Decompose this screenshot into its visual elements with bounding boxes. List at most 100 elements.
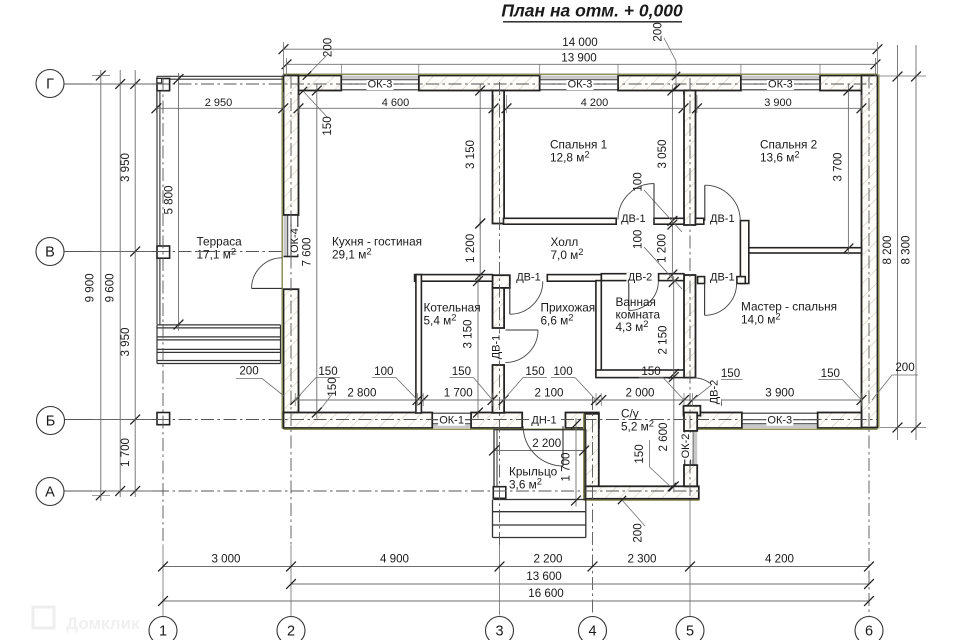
svg-text:3 150: 3 150 — [464, 140, 477, 169]
svg-text:2: 2 — [287, 623, 295, 639]
svg-text:Б: Б — [46, 413, 56, 429]
svg-text:13 600: 13 600 — [526, 570, 561, 583]
svg-text:1 200: 1 200 — [656, 234, 669, 263]
svg-text:ОК-3: ОК-3 — [568, 79, 593, 91]
svg-text:3 000: 3 000 — [211, 553, 240, 566]
svg-text:5: 5 — [686, 623, 694, 639]
svg-text:Кухня - гостиная: Кухня - гостиная — [332, 235, 422, 249]
svg-text:1: 1 — [159, 623, 167, 639]
svg-text:14,0 м2: 14,0 м2 — [741, 311, 781, 327]
svg-text:200: 200 — [652, 22, 665, 41]
svg-text:100: 100 — [553, 365, 572, 378]
svg-text:План на отм. + 0,000: План на отм. + 0,000 — [501, 1, 683, 21]
svg-text:комната: комната — [616, 307, 661, 321]
svg-text:ДВ-2: ДВ-2 — [628, 272, 653, 284]
svg-text:200: 200 — [895, 361, 914, 374]
svg-text:4: 4 — [588, 623, 596, 639]
svg-text:Домклик: Домклик — [66, 614, 140, 633]
svg-text:150: 150 — [633, 444, 646, 463]
svg-text:150: 150 — [326, 377, 339, 396]
svg-text:ОК-1: ОК-1 — [439, 414, 464, 426]
svg-text:ДВ-1: ДВ-1 — [710, 272, 735, 284]
svg-text:А: А — [45, 484, 55, 500]
svg-text:200: 200 — [632, 523, 645, 542]
svg-text:3: 3 — [495, 623, 503, 639]
svg-text:5 800: 5 800 — [163, 185, 176, 214]
svg-text:3 700: 3 700 — [832, 152, 845, 181]
svg-text:13,6 м2: 13,6 м2 — [760, 149, 800, 165]
svg-text:5,2 м2: 5,2 м2 — [621, 418, 654, 434]
svg-text:2 000: 2 000 — [625, 387, 654, 400]
svg-text:2 300: 2 300 — [627, 553, 656, 566]
svg-text:ОК-3: ОК-3 — [767, 414, 792, 426]
svg-text:150: 150 — [821, 367, 840, 380]
svg-text:13 900: 13 900 — [561, 52, 596, 65]
svg-text:ОК-2: ОК-2 — [680, 434, 692, 459]
svg-text:7 600: 7 600 — [301, 237, 314, 266]
svg-text:3 900: 3 900 — [765, 387, 794, 400]
svg-text:100: 100 — [631, 230, 644, 249]
svg-text:2 800: 2 800 — [347, 387, 376, 400]
svg-text:Ванная: Ванная — [616, 295, 656, 309]
svg-text:9 600: 9 600 — [103, 273, 116, 302]
svg-text:100: 100 — [374, 365, 393, 378]
svg-text:ДВ-1: ДВ-1 — [710, 213, 735, 225]
svg-text:100: 100 — [631, 172, 644, 191]
svg-text:Г: Г — [46, 76, 54, 92]
svg-text:ОК-3: ОК-3 — [768, 79, 793, 91]
svg-text:ОК-3: ОК-3 — [368, 79, 393, 91]
svg-text:150: 150 — [452, 365, 471, 378]
svg-text:4,3 м2: 4,3 м2 — [616, 318, 649, 334]
svg-text:200: 200 — [239, 365, 258, 378]
svg-text:ДВ-1: ДВ-1 — [516, 272, 541, 284]
svg-text:2 200: 2 200 — [533, 553, 562, 566]
svg-text:4 200: 4 200 — [581, 97, 609, 109]
svg-text:3 950: 3 950 — [119, 327, 132, 356]
svg-text:2 150: 2 150 — [657, 325, 670, 354]
svg-text:200: 200 — [322, 38, 335, 57]
svg-text:9 900: 9 900 — [84, 273, 97, 302]
svg-text:8 200: 8 200 — [881, 235, 894, 264]
svg-text:Спальня 1: Спальня 1 — [550, 138, 607, 152]
svg-text:3 900: 3 900 — [764, 97, 792, 109]
svg-text:ДВ-1: ДВ-1 — [621, 213, 646, 225]
svg-text:Прихожая: Прихожая — [541, 301, 596, 315]
svg-text:2 600: 2 600 — [657, 422, 670, 451]
svg-text:29,1 м2: 29,1 м2 — [332, 246, 372, 262]
svg-text:4 600: 4 600 — [382, 97, 410, 109]
svg-text:1 700: 1 700 — [119, 438, 132, 467]
svg-text:ДН-1: ДН-1 — [531, 415, 556, 427]
svg-text:150: 150 — [641, 365, 660, 378]
svg-text:1 700: 1 700 — [444, 387, 473, 400]
svg-text:3 950: 3 950 — [119, 153, 132, 182]
svg-text:Холл: Холл — [551, 235, 579, 249]
svg-text:В: В — [45, 244, 55, 260]
svg-text:Котельная: Котельная — [424, 301, 481, 315]
svg-text:14 000: 14 000 — [562, 36, 597, 49]
svg-text:6: 6 — [865, 623, 873, 639]
svg-text:5,4 м2: 5,4 м2 — [424, 312, 457, 328]
svg-text:12,8 м2: 12,8 м2 — [550, 149, 590, 165]
svg-text:ОК-4: ОК-4 — [289, 228, 301, 253]
svg-text:2 100: 2 100 — [534, 387, 563, 400]
svg-text:Спальня 2: Спальня 2 — [760, 138, 817, 152]
svg-text:150: 150 — [321, 116, 334, 135]
svg-text:3 150: 3 150 — [462, 319, 475, 348]
svg-text:ДВ-2: ДВ-2 — [709, 380, 721, 405]
svg-text:16 600: 16 600 — [528, 587, 563, 600]
svg-text:2 200: 2 200 — [532, 437, 561, 450]
svg-text:4 200: 4 200 — [765, 553, 794, 566]
svg-text:150: 150 — [721, 367, 740, 380]
svg-text:17,1 м2: 17,1 м2 — [197, 246, 237, 262]
svg-text:2 950: 2 950 — [205, 97, 233, 109]
svg-text:3,6 м2: 3,6 м2 — [509, 476, 542, 492]
svg-text:8 300: 8 300 — [900, 235, 913, 264]
svg-text:ДВ-1: ДВ-1 — [491, 335, 503, 360]
svg-text:Крыльцо: Крыльцо — [509, 465, 558, 479]
svg-text:7,0 м2: 7,0 м2 — [551, 246, 584, 262]
svg-text:4 900: 4 900 — [380, 553, 409, 566]
svg-text:1 700: 1 700 — [560, 452, 573, 481]
svg-text:6,6 м2: 6,6 м2 — [541, 312, 574, 328]
svg-text:3 050: 3 050 — [656, 139, 669, 168]
svg-text:150: 150 — [318, 365, 337, 378]
